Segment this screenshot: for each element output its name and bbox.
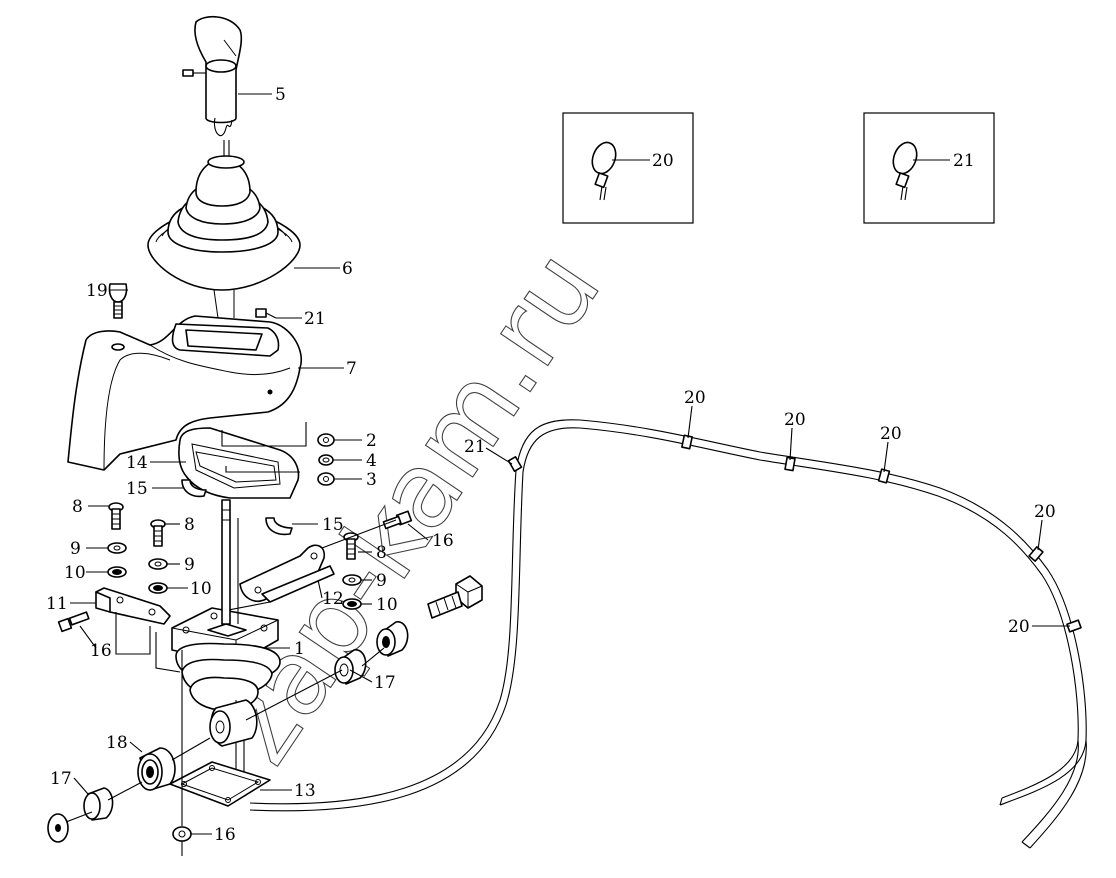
joystick-base: [155, 499, 281, 711]
leader-lines: [70, 93, 1070, 835]
callout-9-a: 9: [70, 539, 81, 559]
callout-10-c: 10: [376, 595, 398, 615]
callout-18: 18: [106, 733, 128, 753]
callout-14: 14: [126, 453, 148, 473]
inset-box-clamp-21: [863, 112, 995, 224]
callout-10-b: 10: [190, 579, 212, 599]
rubber-boot: [147, 155, 301, 319]
washer-9-a: [107, 542, 127, 554]
pivot-block: [209, 699, 258, 747]
washer-9-c: [342, 574, 362, 586]
bolt-8-a: [108, 502, 124, 530]
callout-17-right: 17: [374, 673, 396, 693]
nut-16-bottom: [172, 650, 192, 856]
clip-21: [255, 308, 277, 319]
callout-19: 19: [86, 281, 108, 301]
inset-box-clamp-20: [562, 112, 694, 224]
bushing-17-left: [83, 787, 114, 821]
callout-16-left: 16: [90, 641, 112, 661]
callout-10-a: 10: [64, 563, 86, 583]
callout-9-c: 9: [376, 571, 387, 591]
callout-8-b: 8: [184, 515, 195, 535]
callout-20-inset: 20: [652, 151, 674, 171]
leader-gasket-stud: [221, 422, 307, 447]
callout-20-cable-b: 20: [784, 410, 806, 430]
bolt-8-b: [150, 519, 166, 547]
washer-end: [47, 813, 69, 843]
callout-21-boot: 21: [304, 309, 326, 329]
console-cover: [67, 315, 303, 471]
callout-20-cable-e: 20: [1008, 617, 1030, 637]
callout-4: 4: [366, 451, 377, 471]
bolt-16-b: [382, 510, 413, 530]
callout-1: 1: [294, 639, 305, 659]
washer-10-a: [107, 566, 127, 578]
bushing-right-a: [376, 621, 409, 657]
callout-17-left: 17: [50, 769, 72, 789]
joystick-handle: [182, 15, 243, 160]
callout-20-cable-c: 20: [880, 424, 902, 444]
callout-7: 7: [346, 359, 357, 379]
callout-11: 11: [46, 594, 68, 614]
callout-21-inset: 21: [953, 151, 975, 171]
large-bolt: [427, 575, 483, 619]
plate-13: [169, 761, 271, 807]
axis-line-left: [65, 737, 211, 823]
bearing-18: [137, 747, 176, 791]
bolt-16-a: [57, 611, 90, 633]
callout-13: 13: [294, 781, 316, 801]
callout-20-cable-a: 20: [684, 388, 706, 408]
washer-10-b: [148, 582, 168, 594]
callout-16-right: 16: [432, 531, 454, 551]
callout-8-a: 8: [72, 497, 83, 517]
washer-9-b: [148, 558, 168, 570]
callout-12: 12: [322, 589, 344, 609]
callout-20-cable-d: 20: [1034, 502, 1056, 522]
axis-line-center: [245, 669, 343, 721]
cable-clamp: [507, 434, 1082, 633]
nut-3: [317, 472, 335, 486]
axis-line-right: [361, 647, 385, 667]
callout-15-left: 15: [126, 479, 148, 499]
callout-9-b: 9: [184, 555, 195, 575]
callout-5: 5: [275, 85, 286, 105]
bracket-15-right: [265, 517, 293, 536]
bolt-19: [108, 283, 128, 319]
gasket-frame: [178, 427, 300, 499]
washer-10-c: [342, 598, 362, 610]
washer-4: [318, 454, 334, 466]
bracket-11: [95, 587, 171, 655]
callout-21-cable: 21: [464, 437, 486, 457]
leader-gasket-stud-2: [225, 466, 300, 473]
nut-2: [317, 433, 335, 447]
callout-16-bottom: 16: [214, 825, 236, 845]
callout-8-c: 8: [376, 543, 387, 563]
bracket-15-left: [181, 479, 207, 498]
bushing-17-right: [334, 649, 367, 685]
callout-15-right: 15: [322, 515, 344, 535]
callout-3: 3: [366, 470, 377, 490]
callout-2: 2: [366, 431, 377, 451]
callout-6: 6: [342, 259, 353, 279]
cable-harness: [249, 419, 1087, 849]
callout-labels: 5 6 19 21 7 2 4 3 14 15 15 8 8 8 9 9 9 1…: [46, 85, 1056, 845]
